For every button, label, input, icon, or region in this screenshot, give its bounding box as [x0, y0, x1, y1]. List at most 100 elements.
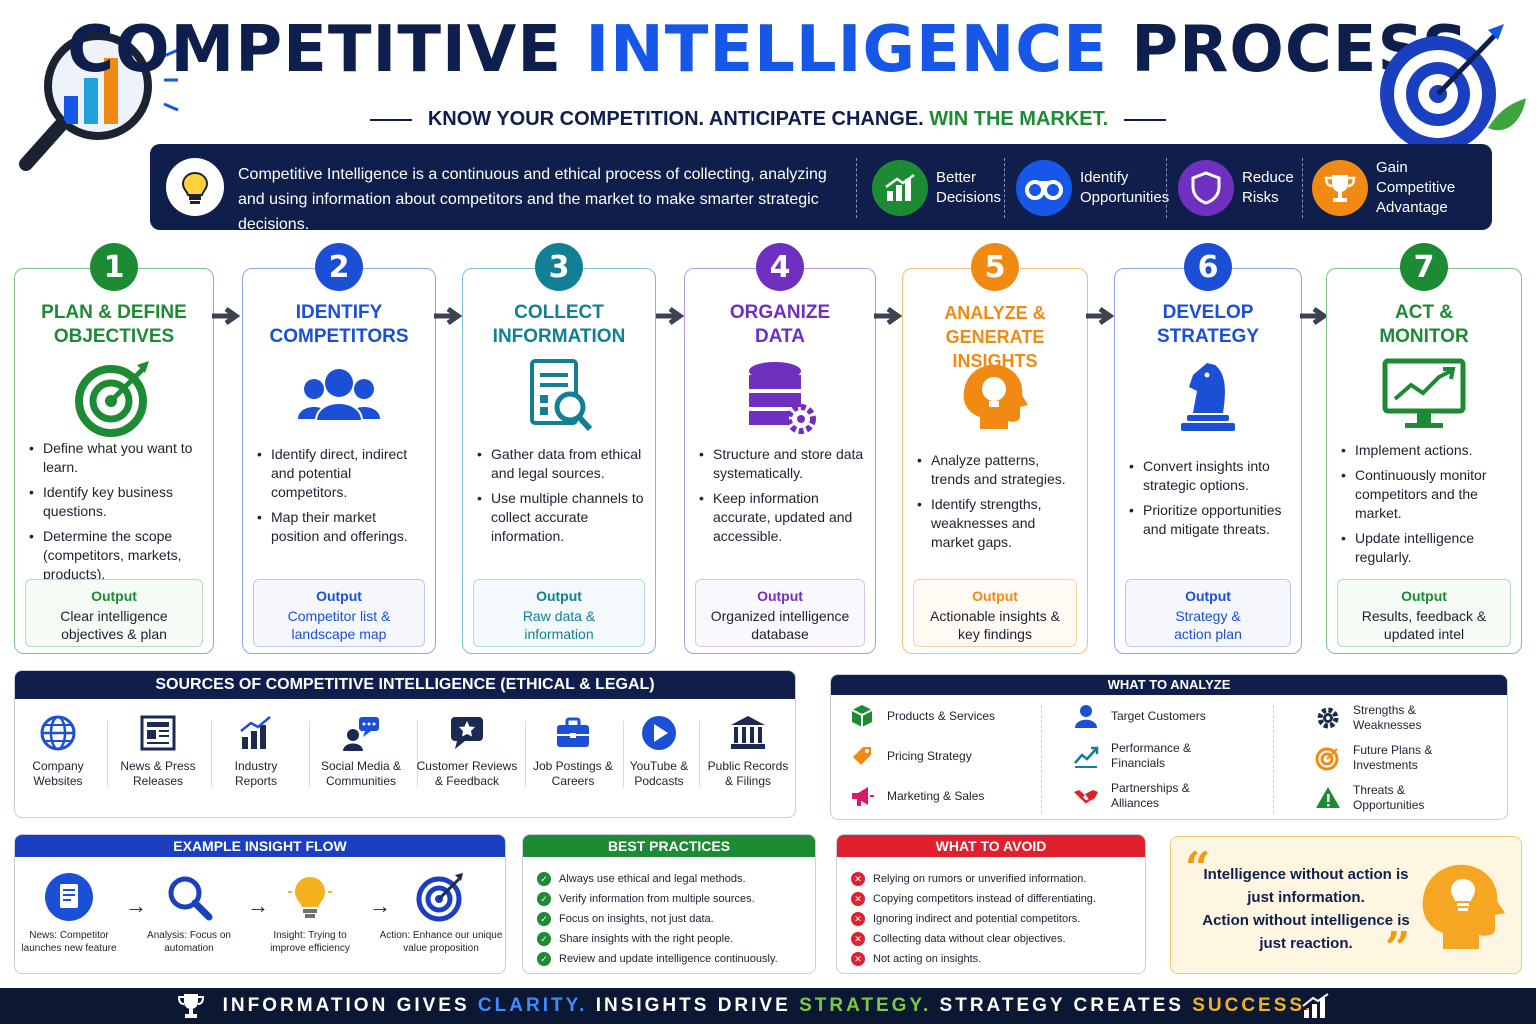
step-6-strategy: 6 DEVELOP STRATEGY Convert insights into… [1114, 243, 1302, 654]
step-title: ORGANIZE DATA [729, 302, 831, 347]
benefit-better-decisions: Better Decisions [872, 158, 1026, 218]
flow-step-action: Action: Enhance our unique value proposi… [379, 871, 503, 955]
arrow-right-icon [1300, 306, 1330, 326]
analyze-future-plans: Future Plans & Investments [1315, 743, 1465, 773]
list-item: ✓Share insights with the right people. [537, 929, 778, 949]
chat-people-icon [341, 713, 381, 753]
x-icon: ✕ [851, 952, 865, 966]
insight-flow-panel: EXAMPLE INSIGHT FLOW News: Competitor la… [14, 834, 506, 974]
step-bullets: Analyze patterns, trends and strategies.… [917, 451, 1077, 558]
step-7-act: 7 ACT & MONITOR Implement actions. Conti… [1326, 243, 1522, 654]
flow-arrow-icon: → [369, 893, 391, 918]
source-public-records: Public Records & Filings [705, 713, 791, 789]
header-magnifier-chart-icon [14, 14, 184, 174]
step-number: 1 [90, 243, 138, 291]
benefit-identify-opportunities: Identify Opportunities [1016, 158, 1170, 218]
bulb-icon [284, 871, 336, 923]
person-icon [1073, 703, 1099, 729]
open-quote-icon: “ [1185, 843, 1211, 894]
news-icon [43, 871, 95, 923]
chess-knight-icon [1163, 357, 1253, 437]
source-news: News & Press Releases [111, 713, 205, 789]
source-customer-reviews: Customer Reviews & Feedback [415, 713, 519, 789]
x-icon: ✕ [851, 892, 865, 906]
check-icon: ✓ [537, 892, 551, 906]
target-small-icon [1315, 745, 1341, 771]
analyze-pricing: Pricing Strategy [849, 743, 972, 769]
source-industry-reports: Industry Reports [221, 713, 291, 789]
check-icon: ✓ [537, 952, 551, 966]
analyze-marketing: Marketing & Sales [849, 783, 984, 809]
footer-text: INFORMATION GIVES CLARITY. INSIGHTS DRIV… [222, 995, 1314, 1016]
step-title: ACT & MONITOR [1379, 302, 1469, 347]
step-title: DEVELOP STRATEGY [1156, 302, 1260, 347]
quote-box: “ Intelligence without action is just in… [1170, 836, 1522, 974]
step-bullets: Identify direct, indirect and potential … [257, 445, 425, 552]
source-company-websites: Company Websites [23, 713, 93, 789]
close-quote-icon: ” [1385, 923, 1411, 974]
list-item: ✕Ignoring indirect and potential competi… [851, 909, 1096, 929]
megaphone-icon [849, 783, 875, 809]
briefcase-icon [553, 713, 593, 753]
analyze-strengths: Strengths & Weaknesses [1315, 703, 1465, 733]
step-bullets: Structure and store data systematically.… [699, 445, 865, 552]
x-icon: ✕ [851, 872, 865, 886]
step-number: 6 [1184, 243, 1232, 291]
step-number: 3 [535, 243, 583, 291]
shield-icon [1178, 160, 1234, 216]
footer-bar: INFORMATION GIVES CLARITY. INSIGHTS DRIV… [0, 988, 1536, 1024]
step-5-analyze: 5 ANALYZE & GENERATE INSIGHTS Analyze pa… [902, 243, 1088, 654]
insight-flow-title: EXAMPLE INSIGHT FLOW [15, 835, 505, 857]
step-number: 2 [315, 243, 363, 291]
step-bullets: Implement actions. Continuously monitor … [1341, 441, 1511, 573]
target-icon [69, 357, 159, 437]
growth-chart-icon [872, 160, 928, 216]
step-bullets: Gather data from ethical and legal sourc… [477, 445, 645, 552]
people-icon [294, 357, 384, 437]
analyze-threats: Threats & Opportunities [1315, 783, 1465, 813]
magnifier-icon [163, 871, 215, 923]
price-tag-icon [849, 743, 875, 769]
step-number: 5 [971, 243, 1019, 291]
source-youtube-podcasts: YouTube & Podcasts [625, 713, 693, 789]
arrow-right-icon [434, 306, 464, 326]
monitor-chart-icon [1379, 357, 1469, 437]
step-output: Output Clear intelligence objectives & p… [25, 579, 203, 647]
arrow-right-icon [656, 306, 686, 326]
list-item: ✕Copying competitors instead of differen… [851, 889, 1096, 909]
step-output: Output Strategy & action plan [1125, 579, 1291, 647]
trend-line-icon [1073, 743, 1099, 769]
list-item: ✕Not acting on insights. [851, 949, 1096, 969]
analyze-target-customers: Target Customers [1073, 703, 1206, 729]
handshake-icon [1073, 783, 1099, 809]
head-bulb-icon [1415, 857, 1509, 953]
list-item: ✓Verify information from multiple source… [537, 889, 778, 909]
step-1-plan: 1 PLAN & DEFINE OBJECTIVES Define what y… [14, 243, 214, 654]
lightbulb-icon [166, 158, 224, 216]
source-job-postings: Job Postings & Careers [531, 713, 615, 789]
header-target-icon [1376, 18, 1526, 158]
what-to-avoid-title: WHAT TO AVOID [837, 835, 1145, 857]
list-item: ✕Relying on rumors or unverified informa… [851, 869, 1096, 889]
warning-icon [1315, 785, 1341, 811]
benefit-competitive-advantage: Gain Competitive Advantage [1312, 158, 1466, 218]
step-number: 7 [1400, 243, 1448, 291]
step-2-identify: 2 IDENTIFY COMPETITORS Identify direct, … [242, 243, 436, 654]
step-title: COLLECT INFORMATION [492, 302, 626, 347]
step-3-collect: 3 COLLECT INFORMATION Gather data from e… [462, 243, 656, 654]
step-output: Output Organized intelligence database [695, 579, 865, 647]
source-social-media: Social Media & Communities [309, 713, 413, 789]
tagline: KNOW YOUR COMPETITION. ANTICIPATE CHANGE… [0, 108, 1536, 131]
arrow-right-icon [1086, 306, 1116, 326]
check-icon: ✓ [537, 872, 551, 886]
analyze-partnerships: Partnerships & Alliances [1073, 781, 1223, 811]
binoculars-icon [1016, 160, 1072, 216]
step-title: IDENTIFY COMPETITORS [269, 302, 409, 347]
sources-panel: SOURCES OF COMPETITIVE INTELLIGENCE (ETH… [14, 670, 796, 818]
what-to-analyze-panel: WHAT TO ANALYZE Products & Services Pric… [830, 674, 1508, 820]
institution-icon [728, 713, 768, 753]
play-icon [639, 713, 679, 753]
footer-trophy-icon [177, 994, 205, 1018]
arrow-right-icon [212, 306, 242, 326]
box-icon [849, 703, 875, 729]
